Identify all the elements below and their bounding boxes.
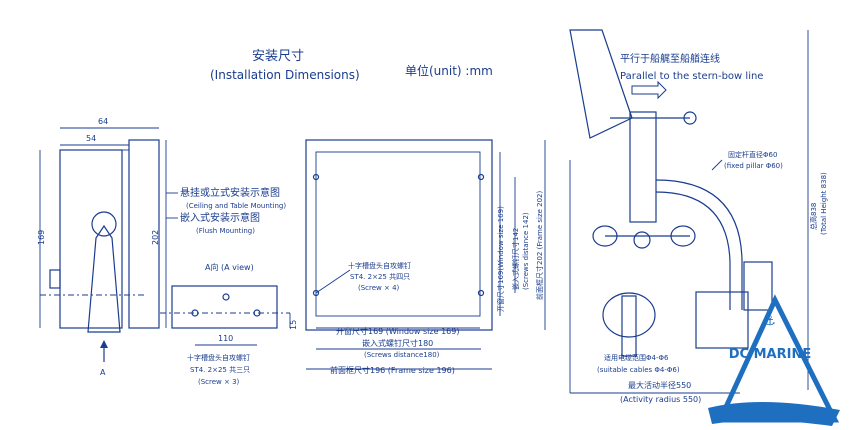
junction-box	[695, 291, 749, 349]
a-view-screw-en: (Screw × 3)	[198, 378, 240, 386]
front-window	[315, 151, 481, 317]
dim-169: 169	[37, 230, 46, 245]
dim-15: 15	[289, 320, 298, 330]
side-bracket	[87, 224, 121, 333]
dim-frame-w: 前面框尺寸196 (Frame size 196)	[330, 365, 455, 375]
parallel-cn: 平行于船艉至船艏连线	[620, 52, 720, 65]
logo-wave	[708, 401, 840, 426]
dim-frame-h: 前面框尺寸202 (Frame size 202)	[535, 190, 544, 300]
dim-screws-h-en: (Screws distance 142)	[522, 212, 530, 290]
front-screw-tr	[477, 173, 485, 181]
front-screw-bl	[312, 289, 320, 297]
flush-note-cn: 嵌入式安装示意图	[180, 211, 260, 224]
cup-center	[633, 231, 651, 249]
front-screw-tl	[312, 173, 320, 181]
dim-screws-h-cn: 嵌入式螺钉尺寸142	[511, 228, 520, 290]
a-view-title: A向 (A view)	[205, 262, 254, 272]
pillar-cn: 固定杆直径Φ60	[728, 150, 777, 159]
side-view: 64 54 169 202 A	[37, 117, 167, 377]
title-cn: 安装尺寸	[252, 49, 304, 64]
ceiling-note-en: (Ceiling and Table Mounting)	[186, 202, 286, 210]
flush-note-en: (Flush Mounting)	[196, 227, 255, 235]
pillar-block	[743, 261, 773, 311]
sensor-body	[629, 111, 657, 223]
dim-110: 110	[218, 334, 233, 343]
ceiling-note-cn: 悬挂或立式安装示意图	[180, 186, 280, 199]
cable-cn: 适用电缆范围Φ4-Φ6	[604, 353, 669, 362]
parallel-en: Parallel to the stern-bow line	[620, 71, 763, 82]
a-view: A向 (A view) 110 15 十字槽盘头自攻螺钉 ST4. 2×25 共…	[160, 262, 298, 386]
cup-left	[592, 225, 618, 247]
dim-202: 202	[151, 230, 160, 245]
dc-marine-logo: ⚓ DC MARINE	[708, 294, 840, 426]
front-screw-br	[477, 289, 485, 297]
front-screw-en: (Screw × 4)	[358, 284, 400, 292]
pillar-leader	[711, 159, 723, 171]
cable-zoom-circle	[602, 292, 656, 338]
a-view-screw-cn: 十字槽盘头自攻螺钉	[187, 353, 250, 362]
side-connector	[49, 269, 61, 289]
front-screw-spec: ST4. 2×25 共四只	[350, 272, 410, 281]
cable-en: (suitable cables Φ4-Φ6)	[597, 366, 680, 374]
radius-en: (Activity radius 550)	[620, 395, 701, 404]
a-view-hole-top	[222, 293, 230, 301]
dim-54: 54	[86, 134, 96, 143]
total-height-en: (Total Height 838)	[820, 172, 828, 235]
cable-gland	[621, 295, 637, 357]
vane-counterweight	[683, 111, 697, 125]
dim-window-w: 开窗尺寸169 (Window size 169)	[336, 326, 459, 336]
side-knob	[91, 211, 117, 237]
a-view-plate	[171, 285, 278, 329]
dim-window-h: 开窗尺寸169(Window size 169)	[496, 206, 505, 312]
mounting-notes: 悬挂或立式安装示意图 (Ceiling and Table Mounting) …	[166, 186, 286, 235]
title-en: (Installation Dimensions)	[210, 68, 360, 82]
pillar-curve-inner	[655, 191, 731, 310]
front-screw-leader	[315, 269, 351, 294]
a-arrow-head	[100, 340, 108, 348]
logo-text: DC MARINE	[729, 347, 811, 362]
wind-sensor: 平行于船艉至船艏连线 Parallel to the stern-bow lin…	[569, 29, 828, 404]
direction-arrow-icon	[631, 80, 667, 100]
front-view: 十字槽盘头自攻螺钉 ST4. 2×25 共四只 (Screw × 4) 开窗尺寸…	[305, 139, 546, 375]
wind-vane	[569, 29, 633, 139]
dim-64: 64	[98, 117, 108, 126]
a-view-screw-spec: ST4. 2×25 共三只	[190, 365, 250, 374]
side-body	[59, 149, 123, 329]
anchor-icon: ⚓	[764, 314, 776, 329]
side-frame	[128, 139, 160, 329]
a-view-hole-right	[253, 309, 261, 317]
front-screw-cn: 十字槽盘头自攻螺钉	[348, 261, 411, 270]
unit-label: 单位(unit) :mm	[405, 63, 493, 78]
label-a: A	[100, 368, 106, 377]
pillar-en: (fixed pillar Φ60)	[724, 162, 783, 170]
pillar-curve	[655, 179, 743, 310]
dim-screws-w-en: (Screws distance180)	[364, 351, 440, 359]
dim-screws-w-cn: 嵌入式螺钉尺寸180	[362, 338, 433, 348]
front-frame	[305, 139, 493, 331]
a-view-hole-left	[191, 309, 199, 317]
total-height-cn: 总高838	[809, 203, 818, 230]
radius-cn: 最大活动半径550	[628, 380, 691, 390]
cup-right	[670, 225, 696, 247]
